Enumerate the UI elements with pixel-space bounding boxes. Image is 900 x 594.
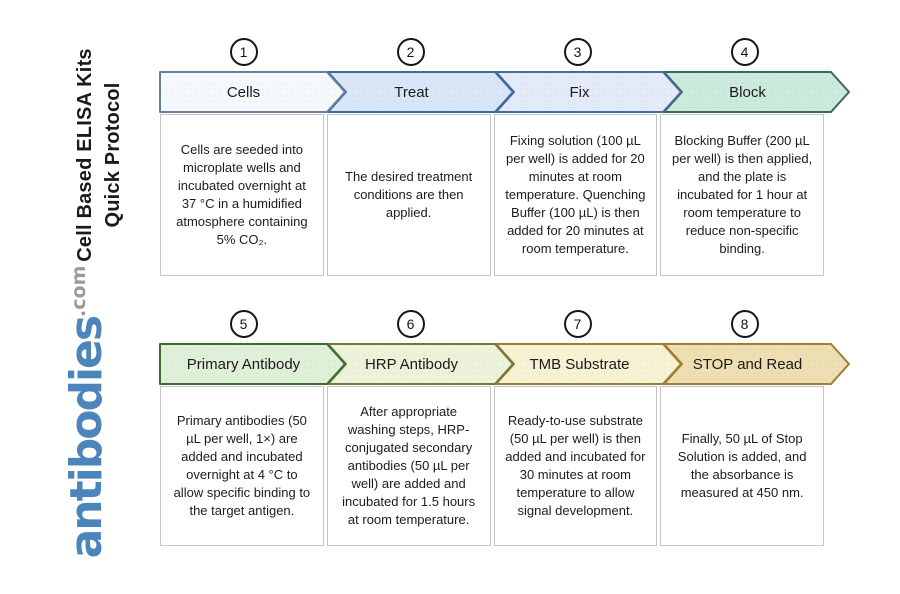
step-description-text-1: Cells are seeded into microplate wells a… xyxy=(176,142,308,247)
page-title-line1: Cell Based ELISA Kits xyxy=(74,48,96,262)
step-number-badge-5: 5 xyxy=(229,310,258,338)
step-description-text-2: The desired treatment conditions are the… xyxy=(345,169,473,220)
step-description-6: After appropriate washing steps, HRP-con… xyxy=(326,386,491,546)
step-number-badge-3: 3 xyxy=(563,38,592,66)
step-number-row-2: 5 6 7 8 xyxy=(160,310,828,338)
step-number-badge-7: 7 xyxy=(563,310,592,338)
arrow-texture xyxy=(496,344,681,384)
arrow-texture xyxy=(328,344,513,384)
step-description-2: The desired treatment conditions are the… xyxy=(326,114,491,276)
step-description-text-8: Finally, 50 µL of Stop Solution is added… xyxy=(677,431,807,500)
step-description-7: Ready-to-use substrate (50 µL per well) … xyxy=(493,386,658,546)
logo-tld: .com xyxy=(68,265,90,317)
arrow-banner-row-1: Cells Treat Fix Block xyxy=(159,71,850,113)
step-number-badge-1: 1 xyxy=(229,38,258,66)
step-number-7: 7 xyxy=(573,316,582,332)
step-label-primary-antibody: Primary Antibody xyxy=(187,356,301,373)
step-number-4: 4 xyxy=(740,44,749,60)
step-description-text-6: After appropriate washing steps, HRP-con… xyxy=(342,404,476,527)
arrow-banner-row-2: Primary Antibody HRP Antibody TMB Substr… xyxy=(159,343,850,385)
step-description-text-7: Ready-to-use substrate (50 µL per well) … xyxy=(505,413,646,518)
step-description-5: Primary antibodies (50 µL per well, 1×) … xyxy=(160,386,324,546)
step-number-badge-6: 6 xyxy=(396,310,425,338)
page-title-line2: Quick Protocol xyxy=(102,82,124,228)
page-title: Cell Based ELISA Kits Quick Protocol xyxy=(71,35,127,275)
arrow-texture xyxy=(664,72,849,112)
description-row-2: Primary antibodies (50 µL per well, 1×) … xyxy=(160,386,824,546)
step-label-fix: Fix xyxy=(570,84,590,101)
step-label-treat: Treat xyxy=(394,84,429,101)
step-description-3: Fixing solution (100 µL per well) is add… xyxy=(493,114,658,276)
step-number-3: 3 xyxy=(573,44,582,60)
step-description-1: Cells are seeded into microplate wells a… xyxy=(160,114,324,276)
step-number-2: 2 xyxy=(406,44,415,60)
step-description-text-5: Primary antibodies (50 µL per well, 1×) … xyxy=(173,413,311,518)
step-description-4: Blocking Buffer (200 µL per well) is the… xyxy=(660,114,824,276)
arrow-texture xyxy=(664,344,849,384)
step-number-6: 6 xyxy=(406,316,415,332)
arrow-texture xyxy=(160,344,345,384)
step-number-badge-4: 4 xyxy=(730,38,759,66)
step-description-8: Finally, 50 µL of Stop Solution is added… xyxy=(660,386,824,546)
step-number-badge-8: 8 xyxy=(730,310,759,338)
step-label-tmb-substrate: TMB Substrate xyxy=(529,356,629,373)
step-number-row-1: 1 2 3 4 xyxy=(160,38,828,66)
arrow-texture xyxy=(160,72,345,112)
step-number-5: 5 xyxy=(239,316,248,332)
step-description-text-3: Fixing solution (100 µL per well) is add… xyxy=(505,133,646,256)
step-label-hrp-antibody: HRP Antibody xyxy=(365,356,459,373)
protocol-flow: 1 2 3 4 Cells Treat Fix Block C xyxy=(159,38,851,546)
step-label-block: Block xyxy=(729,84,766,101)
description-row-1: Cells are seeded into microplate wells a… xyxy=(160,114,824,276)
step-number-1: 1 xyxy=(239,44,248,60)
step-description-text-4: Blocking Buffer (200 µL per well) is the… xyxy=(672,133,813,256)
step-label-cells: Cells xyxy=(227,84,260,101)
arrow-texture xyxy=(496,72,681,112)
antibodies-logo: antibodies.com xyxy=(61,262,125,562)
step-number-badge-2: 2 xyxy=(396,38,425,66)
logo-wordmark: antibodies xyxy=(61,316,112,559)
step-number-8: 8 xyxy=(740,316,749,332)
step-label-stop-and-read: STOP and Read xyxy=(693,356,803,373)
arrow-texture xyxy=(328,72,513,112)
